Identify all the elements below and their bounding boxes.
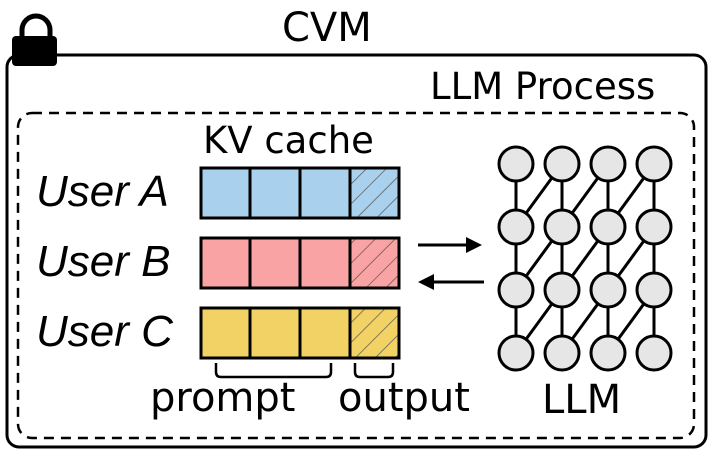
prompt-brace [214,363,333,379]
prompt-label: prompt [150,375,296,421]
kv-row-user-a [199,166,401,220]
kv-row-user-c [199,306,401,360]
kv-row-user-b [199,236,401,290]
cvm-label: CVM [282,5,372,51]
user-c-label: User C [36,307,173,356]
lock-icon [12,13,57,66]
llm-label: LLM [542,377,622,423]
output-brace [353,363,395,379]
user-a-label: User A [36,167,169,216]
llm-process-label: LLM Process [430,65,656,108]
llm-process-container [16,111,696,440]
kv-cache-title: KV cache [203,119,374,162]
output-label: output [338,375,470,421]
arrow-left-icon [418,274,484,290]
user-b-label: User B [36,237,171,286]
llm-network-icon [497,145,673,372]
arrow-right-icon [418,237,482,253]
cvm-container [5,53,708,449]
